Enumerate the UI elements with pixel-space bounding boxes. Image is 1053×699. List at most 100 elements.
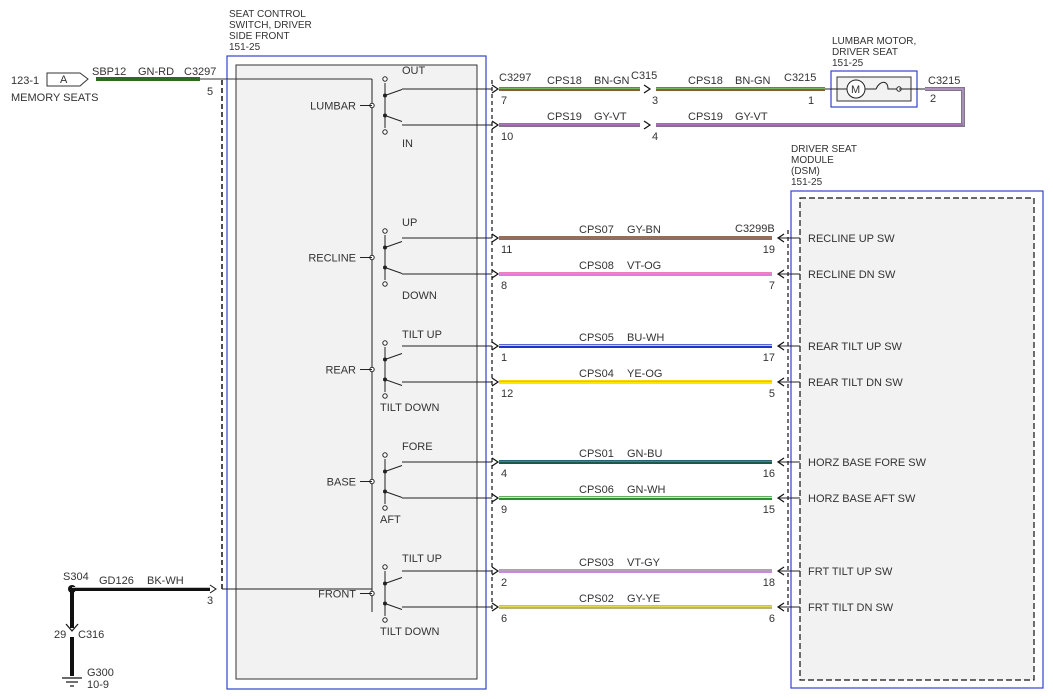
dsm-signal: FRT TILT UP SW <box>808 566 893 578</box>
dsm-left-arrow <box>491 341 500 351</box>
memory-ref: 123-1 <box>11 75 39 87</box>
lumbar-color: GY-VT <box>594 111 627 123</box>
contact-bottom <box>382 617 388 623</box>
lumbar-left-pin: 10 <box>501 131 513 143</box>
memory-circuit: SBP12 <box>92 66 126 78</box>
dsm-left-arrow <box>491 233 500 243</box>
dsm-color: VT-OG <box>627 260 661 272</box>
lumbar-left-pin: 7 <box>501 95 507 107</box>
dsm-circuit: CPS01 <box>579 448 614 460</box>
c315-arrow <box>643 84 652 94</box>
memory-label: MEMORY SEATS <box>11 92 98 104</box>
dsm-circuit: CPS04 <box>579 368 614 380</box>
switch-blade-bottom <box>384 379 403 386</box>
dsm-left-pin: 11 <box>501 244 512 256</box>
dsm-right-pin: 7 <box>769 280 775 292</box>
lumbar-pin-arrow <box>491 84 500 94</box>
dsm-right-pin: 15 <box>763 504 775 516</box>
switch-group-name: BASE <box>327 477 356 489</box>
motor-pin: 1 <box>808 95 814 107</box>
motor-symbol: M <box>851 84 860 96</box>
switch-group-name: FRONT <box>318 589 356 601</box>
dsm-body <box>799 197 1035 681</box>
switch-group-name: RECLINE <box>308 253 356 265</box>
dsm-right-pin: 16 <box>763 468 775 480</box>
switch-bottom-label: AFT <box>380 514 401 526</box>
ground-icon <box>62 677 82 687</box>
memory-flag-letter: A <box>60 74 68 86</box>
dsm-left-arrow <box>491 269 500 279</box>
switch-title-ref: 151-25 <box>229 42 261 53</box>
motor-title-line1: LUMBAR MOTOR, <box>832 36 916 47</box>
lumbar-inline-connector: C315 <box>631 70 657 82</box>
switch-bottom-label: IN <box>402 138 413 150</box>
dsm-left-pin: 9 <box>501 504 507 516</box>
dsm-right-pin: 17 <box>763 352 775 364</box>
dsm-circuit: CPS06 <box>579 484 614 496</box>
c315-arrow <box>643 120 652 130</box>
ground-connector-pin: 29 <box>54 629 66 641</box>
dsm-color: VT-GY <box>627 557 661 569</box>
switch-blade-top <box>384 465 403 472</box>
dsm-right-pin: 19 <box>763 244 775 256</box>
lumbar-pin-arrow <box>491 120 500 130</box>
ground-splice: S304 <box>63 571 89 583</box>
contact-bottom <box>382 393 388 399</box>
switch-title-line2: SWITCH, DRIVER <box>229 20 312 31</box>
switch-group-name: REAR <box>325 365 356 377</box>
dsm-signal: REAR TILT UP SW <box>808 341 903 353</box>
dsm-color: BU-WH <box>627 332 664 344</box>
memory-flag <box>46 72 89 87</box>
switch-blade-bottom <box>384 267 403 274</box>
dsm-color: YE-OG <box>627 368 662 380</box>
dsm-title-line3: (DSM) <box>791 166 820 177</box>
switch-blade-bottom <box>384 115 403 122</box>
dsm-left-pin: 6 <box>501 613 507 625</box>
lumbar-connector-left: C3297 <box>499 72 531 84</box>
switch-top-label: TILT UP <box>402 553 442 565</box>
ground-connector: C316 <box>78 629 104 641</box>
switch-blade-top <box>384 89 403 96</box>
switch-blade-bottom <box>384 491 403 498</box>
dsm-signal: RECLINE DN SW <box>808 269 896 281</box>
switch-body <box>235 64 478 680</box>
dsm-circuit: CPS03 <box>579 557 614 569</box>
contact-top <box>382 228 388 234</box>
contact-top <box>382 564 388 570</box>
lumbar-color-2: GY-VT <box>735 111 768 123</box>
motor-title-ref: 151-25 <box>832 58 864 69</box>
ground-pin: 3 <box>207 595 213 607</box>
lumbar-color-2: BN-GN <box>735 75 771 87</box>
lumbar-circuit-2: CPS18 <box>688 75 723 87</box>
dsm-title-ref: 151-25 <box>791 177 823 188</box>
c315-pin: 3 <box>652 95 658 107</box>
dsm-right-pin: 18 <box>763 577 775 589</box>
dsm-left-pin: 4 <box>501 468 507 480</box>
contact-top <box>382 340 388 346</box>
switch-group-name: LUMBAR <box>310 101 356 113</box>
dsm-right-pin: 6 <box>769 613 775 625</box>
c316-arrow <box>65 623 79 632</box>
memory-pin: 5 <box>207 86 213 98</box>
memory-color: GN-RD <box>138 66 174 78</box>
dsm-signal: HORZ BASE FORE SW <box>808 457 927 469</box>
memory-connector: C3297 <box>184 66 216 78</box>
dsm-color: GN-BU <box>627 448 663 460</box>
dsm-circuit: CPS02 <box>579 593 614 605</box>
dsm-connector: C3299B <box>735 223 775 235</box>
contact-top <box>382 452 388 458</box>
lumbar-circuit: CPS19 <box>547 111 582 123</box>
lumbar-circuit-2: CPS19 <box>688 111 723 123</box>
dsm-circuit: CPS08 <box>579 260 614 272</box>
dsm-signal: RECLINE UP SW <box>808 233 895 245</box>
dsm-left-arrow <box>491 493 500 503</box>
switch-blade-top <box>384 577 403 584</box>
dsm-circuit: CPS07 <box>579 224 614 236</box>
dsm-left-arrow <box>491 566 500 576</box>
ground-color: BK-WH <box>147 575 184 587</box>
motor-winding <box>825 81 898 90</box>
switch-bottom-label: DOWN <box>402 290 437 302</box>
